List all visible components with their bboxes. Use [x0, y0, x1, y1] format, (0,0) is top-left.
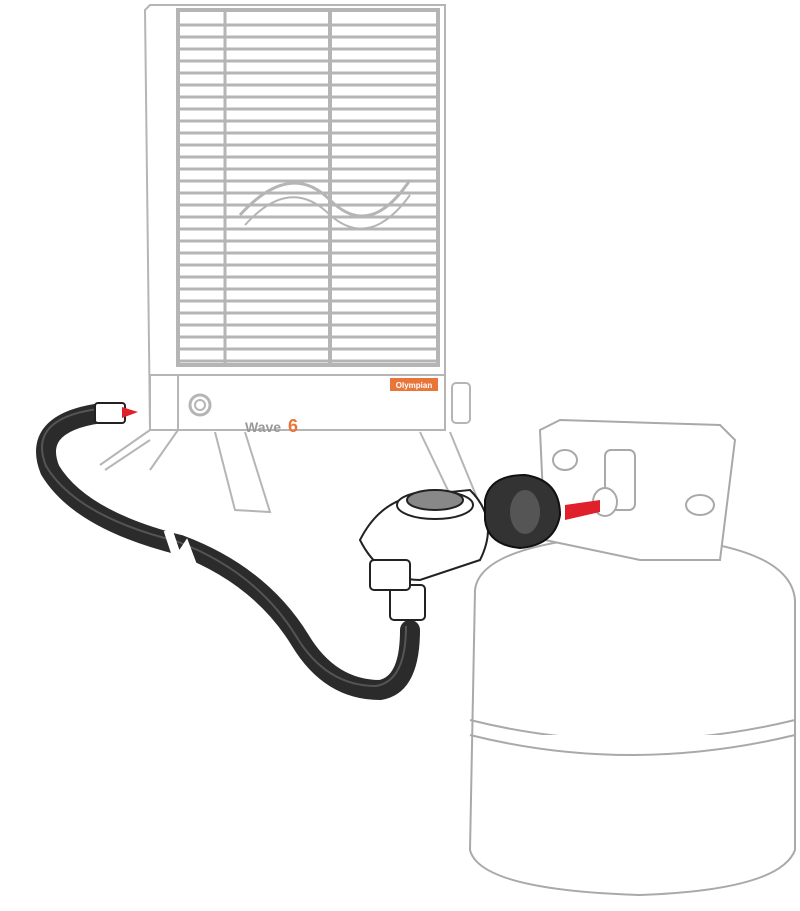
propane-tank	[468, 418, 796, 897]
regulator	[358, 488, 489, 621]
heater	[99, 4, 482, 514]
connection-arrow-tank	[565, 500, 600, 520]
hose-break-mark	[163, 528, 203, 582]
connection-arrow-heater	[122, 407, 138, 418]
gas-hose	[36, 402, 420, 701]
heater-grill	[180, 23, 436, 363]
brand-logo: Olympian	[390, 378, 438, 391]
model-logo: Wave 6	[245, 416, 298, 436]
svg-text:6: 6	[288, 416, 298, 436]
svg-text:Wave: Wave	[245, 419, 281, 435]
hose-fitting-heater	[94, 402, 126, 424]
tank-connector-nut	[484, 473, 562, 550]
svg-text:Olympian: Olympian	[396, 381, 433, 390]
